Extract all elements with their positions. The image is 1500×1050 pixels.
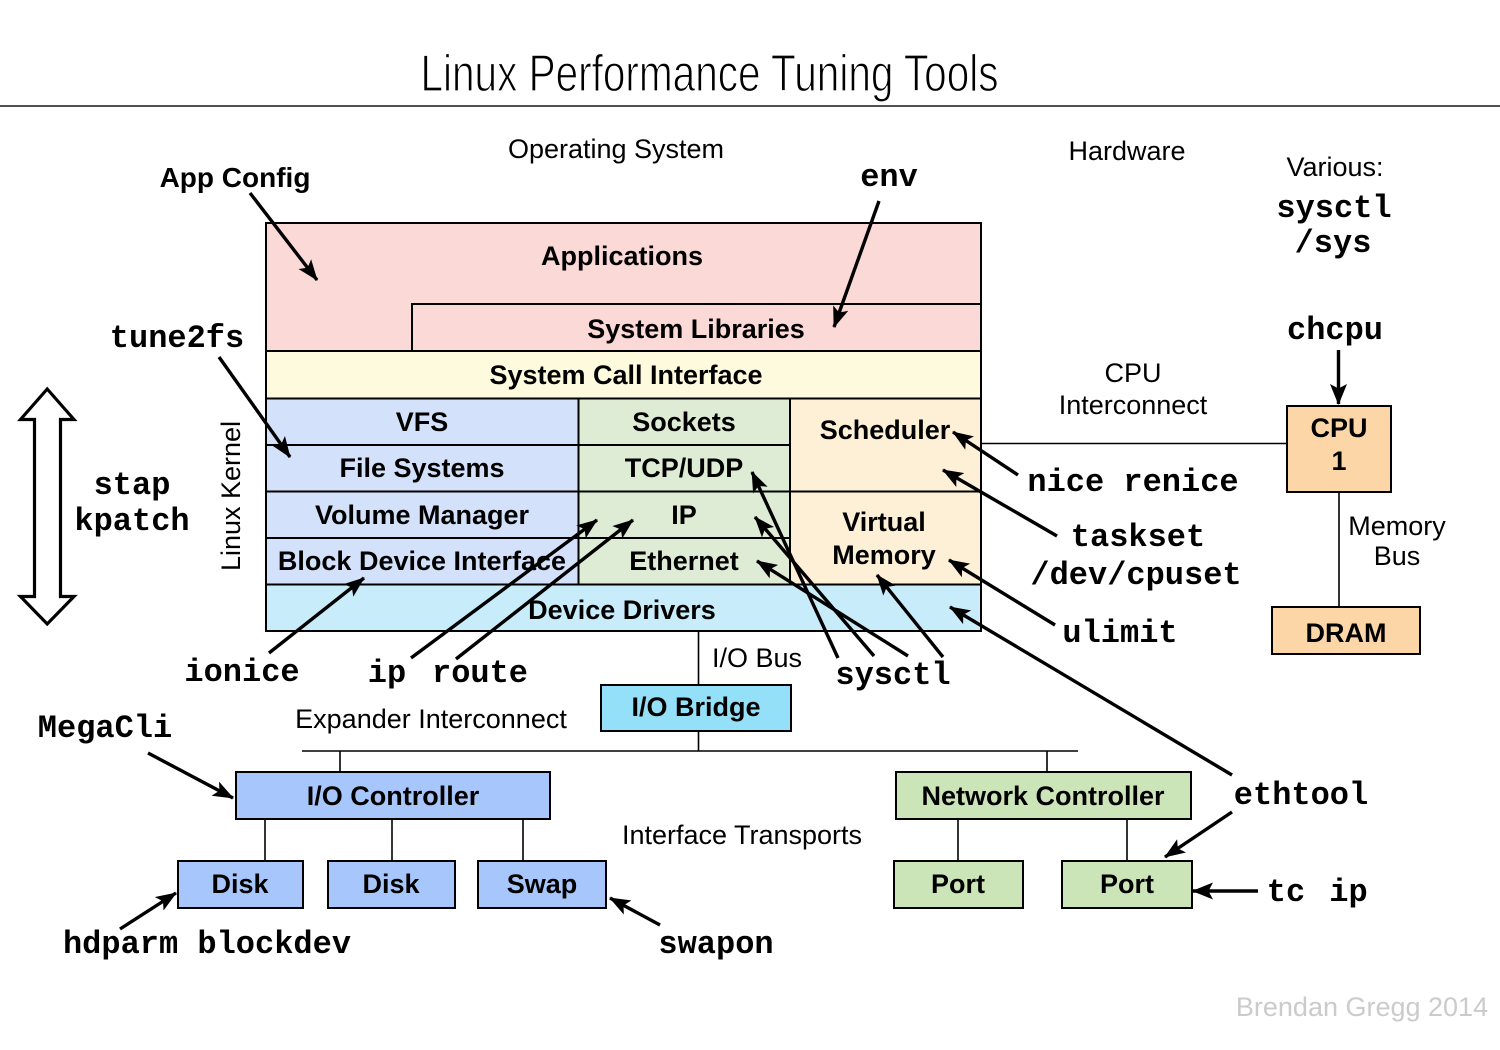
svg-text:route: route: [432, 655, 528, 692]
svg-text:CPU: CPU: [1310, 413, 1367, 443]
svg-text:Disk: Disk: [211, 869, 269, 899]
svg-text:System Libraries: System Libraries: [587, 314, 805, 344]
svg-text:Port: Port: [931, 869, 985, 899]
svg-text:Linux Kernel: Linux Kernel: [216, 421, 246, 571]
svg-text:Device Drivers: Device Drivers: [528, 595, 716, 625]
svg-text:Virtual: Virtual: [842, 507, 926, 537]
svg-text:I/O Bus: I/O Bus: [712, 643, 802, 673]
svg-text:DRAM: DRAM: [1306, 618, 1387, 648]
svg-text:chcpu: chcpu: [1287, 312, 1383, 349]
svg-text:tc: tc: [1267, 874, 1305, 911]
svg-text:swapon: swapon: [658, 926, 773, 963]
svg-text:1: 1: [1331, 446, 1346, 476]
svg-text:App Config: App Config: [160, 162, 311, 193]
svg-text:Applications: Applications: [541, 241, 703, 271]
svg-text:Port: Port: [1100, 869, 1154, 899]
svg-text:Network Controller: Network Controller: [921, 781, 1165, 811]
svg-text:sysctl: sysctl: [835, 657, 950, 694]
svg-text:CPU: CPU: [1104, 358, 1161, 388]
svg-text:Hardware: Hardware: [1068, 136, 1185, 166]
svg-text:hdparm blockdev: hdparm blockdev: [63, 926, 351, 963]
svg-text:kpatch: kpatch: [74, 503, 189, 540]
svg-text:MegaCli: MegaCli: [38, 710, 172, 747]
svg-text:Block Device Interface: Block Device Interface: [278, 546, 566, 576]
svg-text:Volume Manager: Volume Manager: [315, 500, 530, 530]
svg-text:Operating System: Operating System: [508, 134, 724, 164]
svg-text:/sys: /sys: [1295, 225, 1372, 262]
svg-text:stap: stap: [94, 467, 171, 504]
svg-text:Expander Interconnect: Expander Interconnect: [295, 704, 567, 734]
svg-text:/dev/cpuset: /dev/cpuset: [1030, 557, 1241, 594]
svg-text:I/O Bridge: I/O Bridge: [631, 692, 760, 722]
svg-text:taskset: taskset: [1071, 519, 1205, 556]
svg-text:ip: ip: [368, 655, 406, 692]
svg-text:Memory: Memory: [832, 540, 936, 570]
svg-text:System Call Interface: System Call Interface: [489, 360, 762, 390]
svg-text:env: env: [860, 159, 918, 196]
svg-text:Sockets: Sockets: [632, 407, 736, 437]
svg-text:VFS: VFS: [396, 407, 449, 437]
svg-text:sysctl: sysctl: [1276, 190, 1391, 227]
svg-text:Interface Transports: Interface Transports: [622, 820, 862, 850]
svg-text:ethtool: ethtool: [1234, 777, 1368, 814]
svg-text:Memory: Memory: [1348, 511, 1446, 541]
svg-text:Linux Performance Tuning Tools: Linux Performance Tuning Tools: [421, 45, 999, 103]
svg-text:nice renice: nice renice: [1027, 464, 1238, 501]
svg-text:I/O Controller: I/O Controller: [307, 781, 480, 811]
svg-text:IP: IP: [671, 500, 697, 530]
svg-text:File Systems: File Systems: [339, 453, 504, 483]
svg-text:TCP/UDP: TCP/UDP: [625, 453, 744, 483]
svg-text:ulimit: ulimit: [1062, 615, 1177, 652]
svg-text:ip: ip: [1329, 874, 1367, 911]
svg-text:Scheduler: Scheduler: [820, 415, 951, 445]
svg-text:Brendan Gregg 2014: Brendan Gregg 2014: [1236, 992, 1488, 1022]
svg-text:Bus: Bus: [1374, 541, 1421, 571]
svg-text:Swap: Swap: [507, 869, 578, 899]
svg-text:tune2fs: tune2fs: [110, 320, 244, 357]
svg-text:Disk: Disk: [362, 869, 420, 899]
svg-text:ionice: ionice: [184, 654, 299, 691]
svg-text:Interconnect: Interconnect: [1059, 390, 1208, 420]
svg-text:Ethernet: Ethernet: [629, 546, 739, 576]
svg-text:Various:: Various:: [1286, 152, 1383, 182]
